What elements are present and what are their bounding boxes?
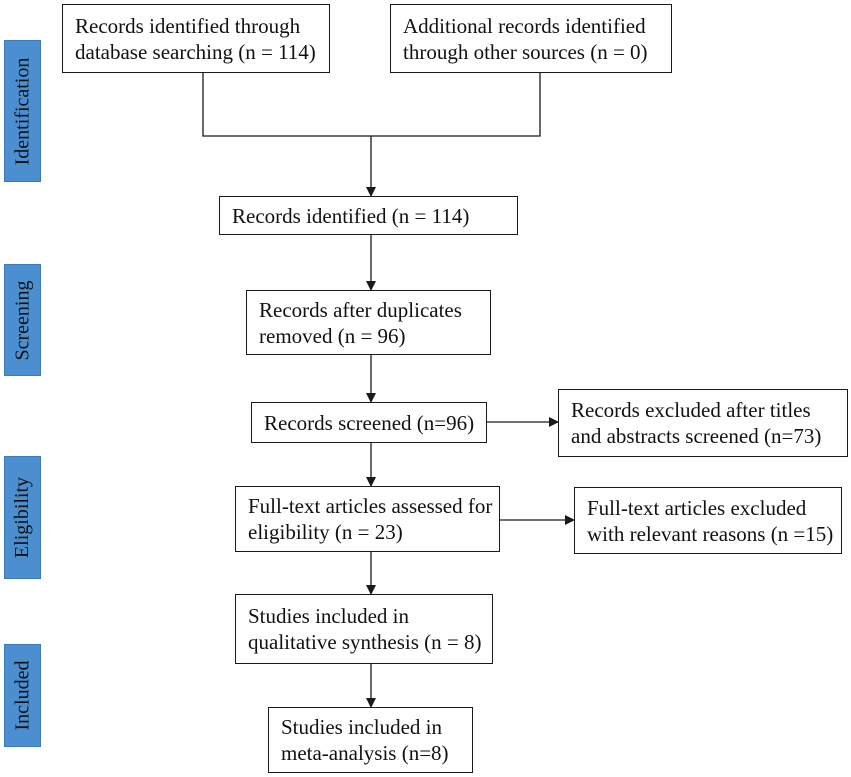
phase-label: Included (11, 660, 34, 731)
box-after-duplicates: Records after duplicates removed (n = 96… (246, 290, 491, 355)
phase-label: Eligibility (11, 476, 33, 559)
box-other-sources: Additional records identified through ot… (390, 4, 672, 73)
box-fulltext-excluded: Full-text articles excluded with relevan… (574, 487, 842, 554)
phase-screening: Screening (4, 264, 41, 376)
box-database-searching: Records identified through database sear… (62, 4, 330, 73)
phase-eligibility: Eligibility (4, 456, 41, 579)
phase-identification: Identification (4, 40, 41, 182)
phase-included: Included (4, 644, 41, 747)
box-excluded-titles: Records excluded after titles and abstra… (558, 389, 848, 457)
merge-connector (202, 73, 541, 137)
box-fulltext-assessed: Full-text articles assessed for eligibil… (235, 486, 500, 552)
box-records-screened: Records screened (n=96) (251, 402, 487, 443)
box-meta-analysis: Studies included in meta-analysis (n=8) (268, 707, 473, 773)
phase-label: Identification (11, 57, 34, 165)
box-records-identified: Records identified (n = 114) (219, 196, 518, 235)
box-qualitative-synthesis: Studies included in qualitative synthesi… (235, 594, 493, 664)
phase-label: Screening (11, 280, 34, 360)
